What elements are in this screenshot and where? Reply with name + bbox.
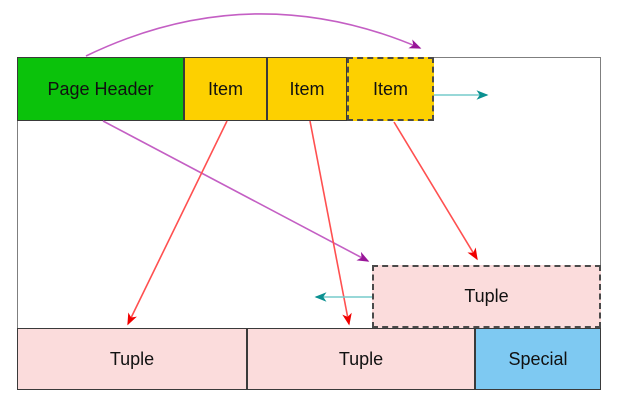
arrow-header-to-item3: [85, 13, 422, 57]
free-tuple-box: Tuple: [372, 265, 601, 328]
special-box: Special: [475, 328, 601, 390]
page-header-box: Page Header: [17, 57, 184, 121]
page-header-box-label: Page Header: [47, 78, 154, 99]
tuple-1-box-label: Tuple: [109, 348, 155, 369]
tuple-2-box-label: Tuple: [338, 348, 384, 369]
special-box-label: Special: [508, 348, 568, 369]
item-1-box-label: Item: [207, 78, 243, 99]
free-tuple-box-label: Tuple: [464, 286, 509, 306]
item-1-box: Item: [184, 57, 267, 121]
item-3-box-label: Item: [372, 78, 408, 99]
item-2-box-label: Item: [289, 78, 325, 99]
tuple-2-box: Tuple: [247, 328, 475, 390]
item-3-box: Item: [347, 57, 434, 121]
item-2-box: Item: [267, 57, 347, 121]
tuple-1-box: Tuple: [17, 328, 247, 390]
